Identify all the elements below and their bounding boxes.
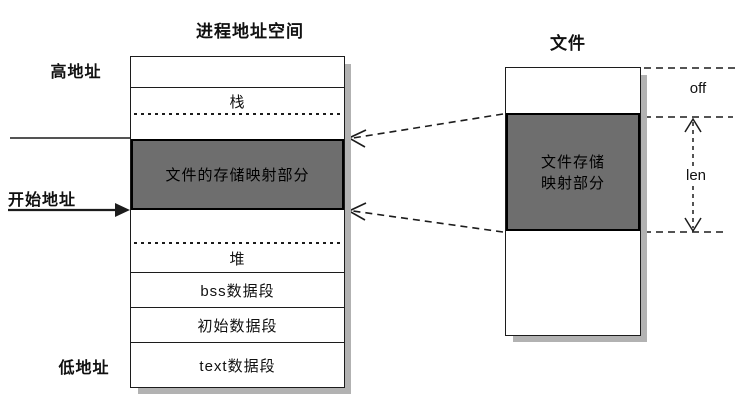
process-mapped-region-label: 文件的存储映射部分: [165, 167, 310, 184]
file-title: 文件: [550, 34, 586, 53]
mapping-connector-bottom-arrow: [347, 202, 504, 233]
data-text-divider-line: [131, 342, 344, 343]
bss-data-divider-line: [131, 307, 344, 308]
file-box: 文件存储 映射部分: [505, 67, 641, 336]
length-label: len: [676, 167, 716, 184]
low-address-label: 低地址: [58, 360, 110, 377]
process-address-space-title: 进程地址空间: [196, 22, 304, 41]
text-segment-label: text数据段: [199, 358, 276, 375]
process-address-space-box: 栈 文件的存储映射部分 堆 bss数据段 初始数据段 text数据段: [130, 56, 345, 388]
heap-growth-dashed-line: [134, 242, 341, 244]
stack-segment-label: 栈: [229, 94, 246, 111]
offset-label: off: [689, 80, 707, 97]
file-mapped-region: 文件存储 映射部分: [506, 113, 640, 231]
start-address-label: 开始地址: [7, 192, 76, 209]
init-data-segment-label: 初始数据段: [197, 317, 278, 335]
stack-top-line: [131, 87, 344, 88]
mapping-connector-top-arrow: [347, 113, 504, 148]
file-mapped-region-label-line2: 映射部分: [540, 175, 605, 192]
heap-bss-divider-line: [131, 272, 344, 273]
heap-segment-label: 堆: [229, 250, 246, 268]
bss-segment-label: bss数据段: [200, 282, 275, 300]
high-address-label: 高地址: [50, 64, 102, 81]
file-mapped-region-label-line1: 文件存储: [540, 154, 605, 171]
process-mapped-region: 文件的存储映射部分: [131, 139, 344, 210]
stack-growth-dashed-line: [134, 113, 341, 115]
